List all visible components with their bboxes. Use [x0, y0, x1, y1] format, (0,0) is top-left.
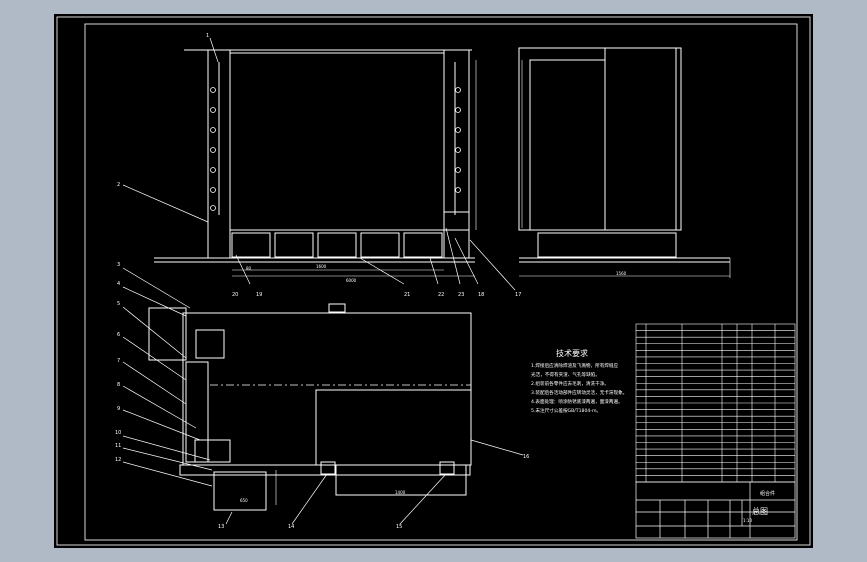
balloon-9: 9 [117, 406, 120, 412]
balloon-13: 13 [218, 524, 224, 530]
plan-view [148, 303, 472, 511]
title-block-drawing-title: 总图 [752, 506, 768, 516]
balloon-3: 3 [117, 262, 120, 268]
balloon-7: 7 [117, 358, 120, 364]
note-line: 光洁，不得有夹渣、气孔等缺陷。 [531, 371, 600, 378]
balloon-1: 1 [206, 33, 209, 39]
note-line: 3.装配后各活动部件应转动灵活，无卡滞现象。 [531, 389, 627, 396]
balloon-8: 8 [117, 382, 120, 388]
balloon-15: 15 [396, 524, 402, 530]
balloon-4: 4 [117, 281, 120, 287]
balloon-18: 18 [478, 292, 484, 298]
balloon-20: 20 [232, 292, 238, 298]
notes-title: 技术要求 [556, 348, 588, 358]
balloon-11: 11 [115, 443, 121, 449]
note-line: 5.未注尺寸公差按GB/T1804-m。 [531, 407, 601, 414]
dimension-text: 1400 [395, 490, 406, 495]
balloon-10: 10 [115, 430, 121, 436]
dimension-text: 1600 [316, 264, 327, 269]
inner-frame [84, 23, 798, 541]
front-view-holes [210, 87, 461, 211]
dimension-text: 650 [240, 498, 248, 503]
balloon-17: 17 [515, 292, 521, 298]
balloon-19: 19 [256, 292, 262, 298]
title-block [635, 481, 796, 539]
balloon-23: 23 [458, 292, 464, 298]
dimension-text: 6000 [346, 278, 357, 283]
side-view [518, 47, 731, 278]
balloon-16: 16 [523, 454, 529, 460]
balloon-5: 5 [117, 301, 120, 307]
note-line: 1.焊接后应清除焊渣及飞溅物，所有焊缝应 [531, 362, 618, 369]
title-block-scale: 1:10 [743, 518, 752, 523]
drawing-sheet [54, 14, 813, 548]
parts-list-table [635, 323, 796, 483]
balloon-14: 14 [288, 524, 294, 530]
balloon-12: 12 [115, 457, 121, 463]
note-line: 2.组装前各零件应去毛刺，清洗干净。 [531, 380, 609, 387]
balloon-2: 2 [117, 182, 120, 188]
dimension-text: 80 [246, 266, 252, 271]
balloon-22: 22 [438, 292, 444, 298]
leader-lines [122, 37, 524, 525]
note-line: 4.表面处理：喷涂防锈底漆两遍，面漆两遍。 [531, 398, 623, 405]
outer-frame [56, 16, 811, 546]
dimension-text: 1560 [616, 271, 627, 276]
technical-notes: 技术要求 1.焊接后应清除焊渣及飞溅物，所有焊缝应 光洁，不得有夹渣、气孔等缺陷… [531, 348, 627, 414]
front-view [154, 49, 477, 277]
balloon-6: 6 [117, 332, 120, 338]
title-block-material: 组合件 [760, 490, 775, 497]
balloon-21: 21 [404, 292, 410, 298]
